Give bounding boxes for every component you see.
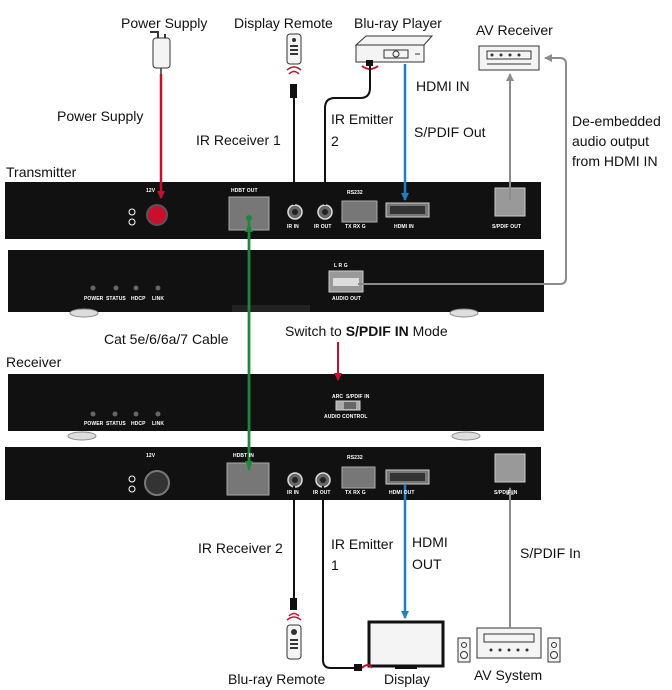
rx-arc-label: ARC (332, 394, 344, 400)
receiver-unit (5, 374, 544, 500)
hdmi-out-label-line2: OUT (412, 556, 442, 572)
tx-status-led-label: STATUS (106, 296, 126, 302)
tx-12v-label: 12V (146, 188, 156, 194)
cat-cable-label: Cat 5e/6/6a/7 Cable (104, 331, 229, 347)
rx-spdif-in-switch-label: S/PDIF IN (346, 394, 370, 400)
hdmi-out-label-line1: HDMI (412, 534, 448, 550)
power-supply-device-label: Power Supply (121, 15, 208, 31)
tx-hdmi-in-port-label: HDMI IN (394, 224, 414, 230)
rx-ir-in-label: IR IN (287, 490, 299, 496)
display-remote-icon (286, 33, 302, 98)
ir-emitter-1-line (322, 486, 354, 669)
tx-lrg-label: L R G (334, 263, 348, 269)
receiver-label: Receiver (6, 354, 62, 370)
rx-ir-out-label: IR OUT (313, 490, 331, 496)
ir-receiver-1-label: IR Receiver 1 (196, 132, 281, 148)
switch-mode-bold: S/PDIF IN (345, 323, 409, 339)
rx-link-led-label: LINK (152, 421, 165, 427)
de-embedded-label-line3: from HDMI IN (572, 153, 658, 169)
bluray-remote-label: Blu-ray Remote (228, 671, 326, 687)
power-adapter-icon (150, 31, 171, 74)
switch-mode-label: Switch to S/PDIF IN Mode (285, 323, 448, 340)
ir-emitter-2-label-line2: 2 (331, 133, 339, 149)
rx-hdcp-led-label: HDCP (131, 421, 146, 427)
rx-spdif-in-port-label: S/PDIF IN (494, 490, 518, 496)
spdif-in-label: S/PDIF In (520, 545, 581, 561)
rx-status-led-label: STATUS (106, 421, 126, 427)
bluray-player-label: Blu-ray Player (354, 15, 442, 31)
rx-txrxg-label: TX RX G (345, 490, 366, 496)
ir-emitter-1-label-line2: 1 (331, 557, 339, 573)
display-label: Display (384, 671, 430, 687)
transmitter-label: Transmitter (6, 164, 77, 180)
transmitter-front-panel (8, 250, 544, 312)
bluray-player-icon (354, 35, 434, 70)
av-receiver-label: AV Receiver (476, 22, 553, 38)
receiver-front-panel (8, 374, 544, 431)
tx-rs232-label: RS232 (347, 190, 363, 196)
transmitter-unit (5, 182, 544, 318)
ir-emitter-2-label-line1: IR Emitter (331, 111, 394, 127)
ir-emitter-2-line (324, 66, 371, 205)
rx-hdmi-out-port-label: HDMI OUT (389, 490, 415, 496)
bluray-remote-icon (286, 598, 302, 660)
rx-12v-label: 12V (146, 453, 156, 459)
transmitter-back-panel (5, 182, 541, 239)
rx-power-led-label: POWER (84, 421, 104, 427)
av-receiver-icon (478, 45, 540, 71)
display-icon (354, 620, 445, 671)
display-remote-label: Display Remote (234, 15, 333, 31)
tx-hdcp-led-label: HDCP (131, 296, 146, 302)
de-embedded-audio-line (358, 54, 567, 285)
ir-emitter-1-label-line1: IR Emitter (331, 536, 394, 552)
spdif-out-label: S/PDIF Out (414, 124, 486, 140)
av-system-label: AV System (474, 667, 543, 683)
switch-mode-prefix: Switch to (285, 323, 346, 339)
hdmi-in-label: HDMI IN (416, 78, 470, 94)
tx-hdbt-out-label: HDBT OUT (231, 188, 258, 194)
de-embedded-label-line2: audio output (572, 133, 650, 149)
switch-mode-suffix: Mode (408, 323, 448, 339)
power-supply-connection-label: Power Supply (57, 108, 144, 124)
av-system-icon (457, 627, 561, 663)
receiver-back-panel (5, 447, 541, 500)
ir-receiver-2-label: IR Receiver 2 (198, 540, 283, 556)
tx-spdif-out-port-label: S/PDIF OUT (492, 224, 522, 230)
tx-txrxg-label: TX RX G (345, 224, 366, 230)
tx-ir-in-label: IR IN (287, 224, 299, 230)
rx-rs232-label: RS232 (347, 455, 363, 461)
tx-ir-out-label: IR OUT (314, 224, 332, 230)
tx-link-led-label: LINK (152, 296, 165, 302)
tx-audio-out-label: AUDIO OUT (332, 296, 361, 302)
rx-audio-control-label: AUDIO CONTROL (324, 414, 368, 420)
tx-power-led-label: POWER (84, 296, 104, 302)
de-embedded-label-line1: De-embedded (572, 113, 661, 129)
rx-hdbt-in-label: HDBT IN (233, 453, 254, 459)
